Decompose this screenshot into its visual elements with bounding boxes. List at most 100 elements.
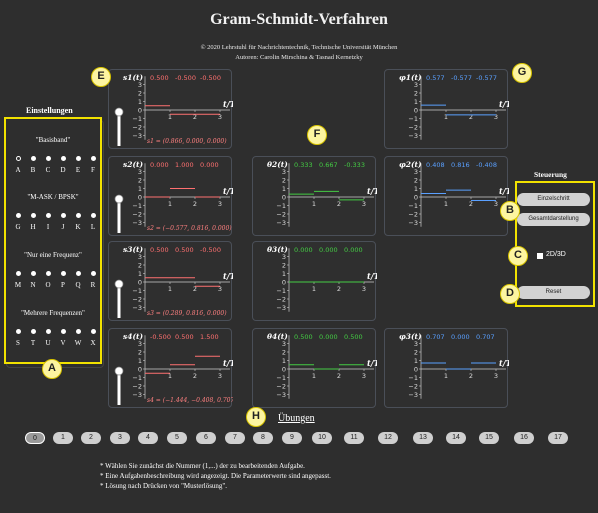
reset-button[interactable]: Reset (517, 286, 590, 299)
single-step-button[interactable]: Einzelschritt (517, 193, 590, 206)
x-tick-label: 2 (193, 200, 197, 208)
y-tick-label: −2 (132, 296, 142, 304)
exercise-button-4[interactable]: 4 (138, 432, 158, 444)
radio-label-x: X (90, 339, 96, 347)
y-tick-label: −3 (132, 304, 142, 312)
radio-label-o: O (45, 281, 51, 289)
signal-name: s4(t) (123, 332, 143, 341)
y-tick-label: −3 (408, 219, 418, 227)
radio-option-b[interactable] (31, 156, 36, 161)
settings-title: Einstellungen (26, 106, 73, 115)
y-tick-label: 0 (414, 194, 418, 202)
y-tick-label: 2 (282, 177, 286, 185)
toggle-2d3d-checkbox[interactable] (537, 253, 543, 259)
x-tick-label: 1 (444, 372, 448, 380)
radio-option-v[interactable] (61, 329, 66, 334)
exercise-button-15[interactable]: 15 (479, 432, 499, 444)
exercise-button-8[interactable]: 8 (253, 432, 273, 444)
x-tick-label: 1 (312, 200, 316, 208)
phi-coef: 0.577 (426, 74, 445, 82)
x-axis-label: t/T (223, 271, 233, 281)
radio-option-j[interactable] (61, 213, 66, 218)
signal-coef: -0.500 (200, 246, 221, 254)
radio-option-i[interactable] (46, 213, 51, 218)
x-tick-label: 3 (494, 372, 498, 380)
radio-option-c[interactable] (46, 156, 51, 161)
radio-option-x[interactable] (91, 329, 96, 334)
x-axis-label: t/T (367, 271, 377, 281)
settings-group-label: "Mehrere Frequenzen" (21, 309, 85, 317)
radio-option-f[interactable] (91, 156, 96, 161)
x-axis-label: t/T (499, 358, 509, 368)
slider-handle[interactable] (114, 194, 124, 204)
exercise-button-11[interactable]: 11 (344, 432, 364, 444)
y-tick-label: −1 (408, 374, 418, 382)
exercise-button-0[interactable]: 0 (25, 432, 45, 444)
controls-panel (515, 181, 595, 307)
y-tick-label: 0 (138, 279, 142, 287)
y-tick-label: 2 (282, 262, 286, 270)
exercise-button-5[interactable]: 5 (167, 432, 187, 444)
radio-option-r[interactable] (91, 271, 96, 276)
exercise-button-1[interactable]: 1 (53, 432, 73, 444)
radio-option-q[interactable] (76, 271, 81, 276)
slider-handle[interactable] (114, 107, 124, 117)
exercise-button-17[interactable]: 17 (548, 432, 568, 444)
radio-option-s[interactable] (16, 329, 21, 334)
y-tick-label: 0 (282, 194, 286, 202)
y-tick-label: 3 (414, 81, 418, 89)
y-tick-label: 0 (138, 107, 142, 115)
radio-option-d[interactable] (61, 156, 66, 161)
signal-name: s3(t) (123, 245, 143, 254)
exercise-button-13[interactable]: 13 (413, 432, 433, 444)
full-view-button[interactable]: Gesamtdarstellung (517, 213, 590, 226)
marker-c: C (508, 246, 528, 266)
radio-option-k[interactable] (76, 213, 81, 218)
y-tick-label: 3 (138, 340, 142, 348)
phi-coef: -0.577 (476, 74, 497, 82)
exercise-button-10[interactable]: 10 (312, 432, 332, 444)
theta-coef: 0.000 (294, 246, 313, 254)
x-axis-label: t/T (367, 358, 377, 368)
x-tick-label: 3 (218, 285, 222, 293)
radio-option-t[interactable] (31, 329, 36, 334)
exercise-button-6[interactable]: 6 (196, 432, 216, 444)
exercise-button-9[interactable]: 9 (282, 432, 302, 444)
y-tick-label: −1 (132, 287, 142, 295)
radio-option-p[interactable] (61, 271, 66, 276)
radio-option-n[interactable] (31, 271, 36, 276)
radio-option-g[interactable] (16, 213, 21, 218)
x-tick-label: 2 (193, 113, 197, 121)
exercise-button-2[interactable]: 2 (81, 432, 101, 444)
exercise-button-14[interactable]: 14 (446, 432, 466, 444)
radio-option-u[interactable] (46, 329, 51, 334)
radio-option-o[interactable] (46, 271, 51, 276)
radio-label-c: C (45, 166, 51, 174)
radio-option-e[interactable] (76, 156, 81, 161)
radio-option-a[interactable] (16, 156, 21, 161)
radio-label-g: G (15, 223, 21, 231)
exercise-button-16[interactable]: 16 (514, 432, 534, 444)
radio-option-m[interactable] (16, 271, 21, 276)
radio-option-h[interactable] (31, 213, 36, 218)
exercise-button-7[interactable]: 7 (225, 432, 245, 444)
radio-option-w[interactable] (76, 329, 81, 334)
exercise-button-12[interactable]: 12 (378, 432, 398, 444)
page-title: Gram-Schmidt-Verfahren (210, 11, 388, 28)
y-tick-label: 1 (138, 270, 142, 278)
radio-option-l[interactable] (91, 213, 96, 218)
phi-name: φ1(t) (399, 73, 422, 82)
x-tick-label: 1 (168, 285, 172, 293)
slider-handle[interactable] (114, 279, 124, 289)
exercises-title[interactable]: Übungen (278, 413, 315, 424)
y-tick-label: −1 (132, 202, 142, 210)
signal-plot: 3210−1−2−3123t/Ts1(t)0.500-0.500-0.500s1… (114, 73, 233, 146)
radio-label-p: P (61, 281, 65, 289)
settings-group-label: "M-ASK / BPSK" (27, 193, 79, 201)
exercise-button-3[interactable]: 3 (110, 432, 130, 444)
slider-handle[interactable] (114, 366, 124, 376)
signal-coef: 0.000 (150, 161, 169, 169)
